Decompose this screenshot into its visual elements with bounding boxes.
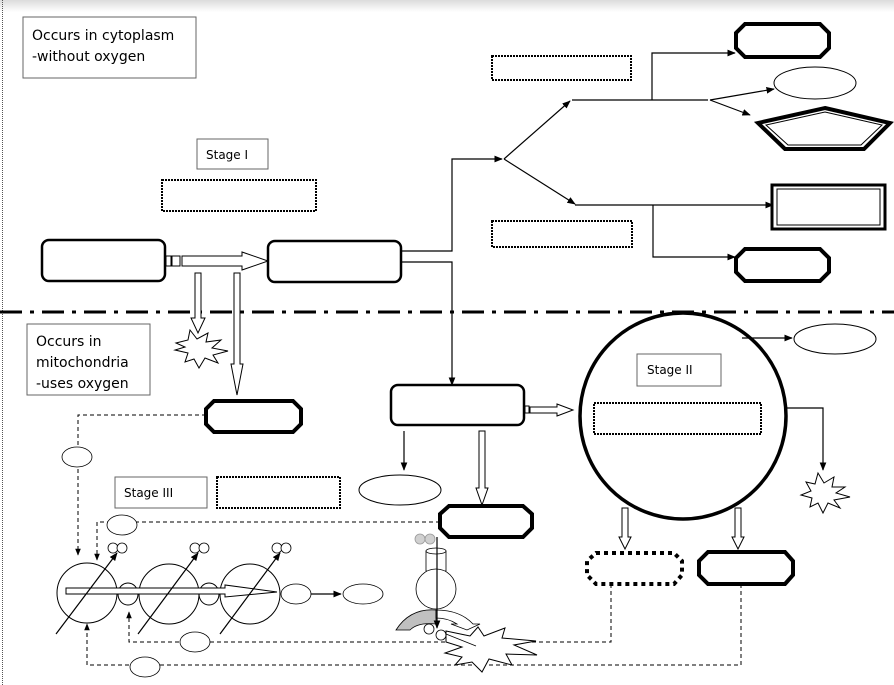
upper-result-1-arrow: [651, 49, 736, 100]
carrier-ellipse-blank[interactable]: [61, 446, 93, 468]
svg-text:Stage II: Stage II: [647, 363, 693, 377]
krebs-down-arrow-right: [731, 507, 745, 551]
fork-lower-arrow: [503, 158, 576, 205]
energy-starburst-icon: [173, 328, 229, 369]
electron-carrier-dashed-lines: [75, 414, 742, 666]
proton-pump-arrows: [55, 552, 281, 635]
fork-upper-arrow: [503, 100, 571, 160]
carrier-ellipse-blank[interactable]: [179, 631, 211, 653]
transition-byproduct-blank[interactable]: [358, 474, 442, 506]
krebs-energy-arrow: [785, 407, 827, 471]
krebs-nadh-blank[interactable]: [697, 550, 795, 586]
upper-result-3-arrow: [709, 99, 751, 116]
svg-text:Stage III: Stage III: [124, 486, 173, 500]
mitochondria-label-line-1: Occurs in: [36, 334, 102, 350]
lower-result-1-blank[interactable]: [770, 183, 887, 231]
oxygen-acceptor-blank[interactable]: [280, 583, 312, 605]
proton-pair-icons: [107, 542, 292, 554]
lower-branch-label-blank[interactable]: [491, 220, 633, 248]
stage-3-name-blank[interactable]: [216, 476, 341, 509]
energy-release-arrow: [190, 272, 206, 335]
transition-nadh-blank[interactable]: [438, 504, 534, 539]
upper-branch-label-blank[interactable]: [491, 55, 632, 81]
stage-1-name-blank[interactable]: [161, 179, 317, 212]
krebs-entry-block-arrow: [529, 403, 575, 417]
krebs-down-arrow-left: [618, 507, 632, 551]
lower-result-2-blank[interactable]: [734, 247, 831, 283]
nadh-down-arrow: [230, 272, 244, 396]
atp-energy-starburst-icon: [443, 626, 538, 673]
mitochondria-label-line-2: mitochondria: [36, 355, 129, 371]
left-page-edge: [2, 0, 3, 685]
carrier-ellipse-blank[interactable]: [129, 656, 161, 678]
nadh-transition-arrow: [475, 430, 489, 507]
anaerobic-branch-line: [401, 155, 503, 252]
cytoplasm-label-line-2: -without oxygen: [32, 49, 145, 65]
carrier-ellipse-blank[interactable]: [106, 514, 138, 536]
krebs-byproduct-blank[interactable]: [793, 323, 877, 355]
cytoplasm-label-line-1: Occurs in cytoplasm: [32, 28, 174, 44]
stage-2-name-blank[interactable]: [593, 402, 762, 435]
mitochondria-label-box: Occurs in mitochondria -uses oxygen: [26, 323, 151, 396]
atp-connector-line: [445, 633, 477, 647]
atp-synthase-icon: [395, 533, 481, 641]
upper-result-2-blank[interactable]: [773, 66, 857, 100]
upper-result-1-blank[interactable]: [734, 22, 831, 59]
stage-3-label: Stage III: [114, 476, 208, 509]
glycolysis-block-arrow: [181, 251, 270, 271]
upper-result-3-blank[interactable]: [753, 105, 894, 151]
glycolysis-product-blank[interactable]: [266, 239, 403, 284]
lower-result-2-arrow: [652, 205, 736, 261]
connector-square: [171, 255, 181, 267]
transition-product-blank[interactable]: [389, 383, 526, 427]
krebs-energy-starburst-icon: [799, 471, 851, 515]
top-gradient-bar: [0, 0, 894, 12]
mitochondria-label-line-3: -uses oxygen: [36, 376, 129, 392]
connector-square: [165, 255, 172, 267]
upper-result-2-arrow: [709, 86, 775, 101]
connector-square: [524, 405, 530, 414]
cytoplasm-label-box: Occurs in cytoplasm -without oxygen: [22, 16, 197, 79]
stage-2-label: Stage II: [636, 353, 722, 387]
svg-text:Stage I: Stage I: [206, 148, 248, 162]
stage-1-label: Stage I: [196, 138, 269, 170]
electron-flow-arrow: [65, 584, 278, 598]
water-product-blank[interactable]: [342, 583, 384, 605]
aerobic-branch-line: [401, 261, 456, 386]
glycolysis-nadh-blank[interactable]: [204, 399, 303, 434]
start-molecule-blank[interactable]: [40, 238, 167, 283]
krebs-fadh2-blank[interactable]: [585, 551, 684, 586]
